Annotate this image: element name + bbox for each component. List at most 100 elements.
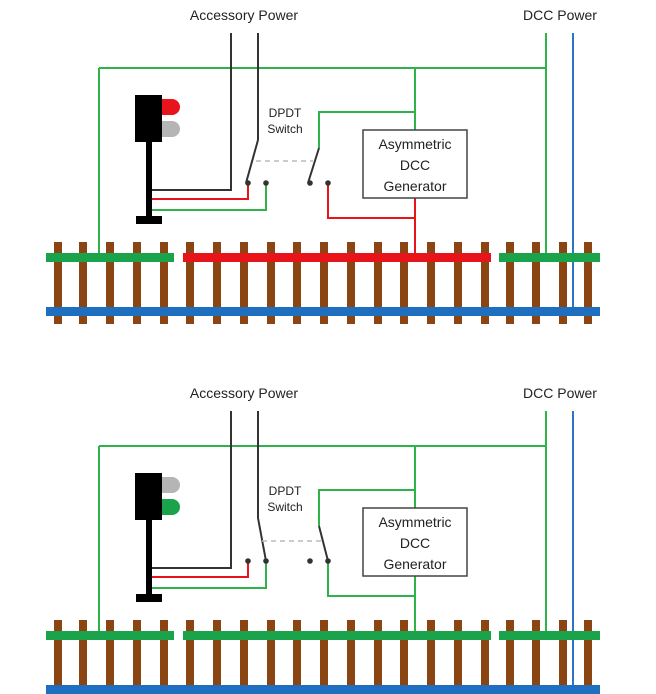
switch-label-line2: Switch — [267, 500, 302, 514]
dpdt-switch: DPDT Switch — [245, 484, 331, 564]
rail-middle-block — [183, 253, 491, 262]
rail-tie — [374, 620, 382, 694]
switch-label-line1: DPDT — [269, 106, 302, 120]
rail-tie — [54, 620, 62, 694]
signal-red-wire — [152, 184, 249, 200]
switch-contact — [245, 558, 251, 564]
rail-tie — [133, 242, 141, 324]
rail-tie — [240, 242, 248, 324]
rail-tie — [320, 620, 328, 694]
rail-left-block — [46, 253, 174, 262]
signal-red-wire — [152, 562, 249, 578]
dcc-generator: Asymmetric DCC Generator — [362, 507, 468, 577]
generator-box — [362, 129, 468, 199]
rail-tie — [506, 620, 514, 694]
rail-left-block — [46, 631, 174, 640]
switch-blade-left — [245, 139, 259, 184]
rail-tie — [559, 242, 567, 324]
switch-label-line2: Switch — [267, 122, 302, 136]
rail-tie — [400, 242, 408, 324]
rail-tie — [293, 242, 301, 324]
signal-green-wire — [152, 562, 267, 589]
rail-tie — [54, 242, 62, 324]
generator-box — [362, 507, 468, 577]
rail-right-block — [499, 253, 600, 262]
rail-tie — [160, 242, 168, 324]
signal-mast — [146, 516, 152, 596]
signal-lamp-bottom — [162, 499, 180, 515]
track-ties — [54, 620, 592, 694]
rail-tie — [532, 620, 540, 694]
generator-label-line2: DCC — [400, 157, 430, 173]
signal-lamp-top — [162, 477, 180, 493]
switch-blade-left — [257, 517, 267, 562]
signal-base — [136, 216, 162, 224]
switch-contact — [245, 180, 251, 186]
rail-tie — [481, 242, 489, 324]
rail-tie — [79, 242, 87, 324]
generator-label-line1: Asymmetric — [378, 514, 451, 530]
rail-tie — [106, 620, 114, 694]
switch-blade-right — [318, 525, 329, 562]
rail-tie — [427, 620, 435, 694]
rail-tie — [133, 620, 141, 694]
signal-head — [135, 95, 180, 224]
accessory-power-label: Accessory Power — [190, 7, 298, 23]
panel-signal-stop: DPDT Switch Asymmetric DCC Generator — [46, 7, 600, 324]
wiring — [98, 33, 574, 312]
rail-tie — [347, 620, 355, 694]
signal-target — [135, 95, 162, 142]
accessory-wire-1 — [152, 33, 232, 191]
rail-tie — [160, 620, 168, 694]
dcc-generator: Asymmetric DCC Generator — [362, 129, 468, 199]
signal-base — [136, 594, 162, 602]
generator-label-line3: Generator — [383, 178, 446, 194]
rail-tie — [267, 620, 275, 694]
signal-mast — [146, 138, 152, 218]
generator-label-line3: Generator — [383, 556, 446, 572]
rail-tie — [320, 242, 328, 324]
rail-middle-block — [183, 631, 491, 640]
rail-tie — [213, 620, 221, 694]
switch-contact — [307, 558, 313, 564]
switch-green-common-wire — [318, 489, 415, 526]
signal-green-wire — [152, 184, 267, 211]
rail-tie — [293, 620, 301, 694]
rail-tie — [584, 620, 592, 694]
panel-signal-clear: DPDT Switch Asymmetric DCC Generator Acc… — [46, 385, 600, 694]
rail-tie — [267, 242, 275, 324]
rail-common-blue — [46, 307, 600, 316]
switch-blade-right — [307, 147, 320, 184]
switch-contact — [263, 558, 269, 564]
rail-tie — [532, 242, 540, 324]
switch-label-line1: DPDT — [269, 484, 302, 498]
rail-tie — [454, 242, 462, 324]
accessory-power-label: Accessory Power — [190, 385, 298, 401]
signal-target — [135, 473, 162, 520]
rail-tie — [186, 620, 194, 694]
rail-common-blue — [46, 685, 600, 694]
generator-label-line1: Asymmetric — [378, 136, 451, 152]
switch-red-wire — [327, 184, 415, 219]
rail-right-block — [499, 631, 600, 640]
rail-tie — [186, 242, 194, 324]
rail-tie — [79, 620, 87, 694]
track-ties — [54, 242, 592, 324]
switch-contact — [325, 180, 331, 186]
accessory-wire-1 — [152, 411, 232, 569]
rail-tie — [454, 620, 462, 694]
switch-contact — [263, 180, 269, 186]
wiring — [98, 411, 574, 690]
rail-tie — [584, 242, 592, 324]
rail-tie — [506, 242, 514, 324]
rail-tie — [559, 620, 567, 694]
rail-tie — [400, 620, 408, 694]
switch-contact — [307, 180, 313, 186]
rail-tie — [427, 242, 435, 324]
rail-tie — [213, 242, 221, 324]
dcc-power-label: DCC Power — [523, 7, 597, 23]
signal-head — [135, 473, 180, 602]
switch-green-common-wire — [318, 111, 415, 148]
switch-contact — [325, 558, 331, 564]
